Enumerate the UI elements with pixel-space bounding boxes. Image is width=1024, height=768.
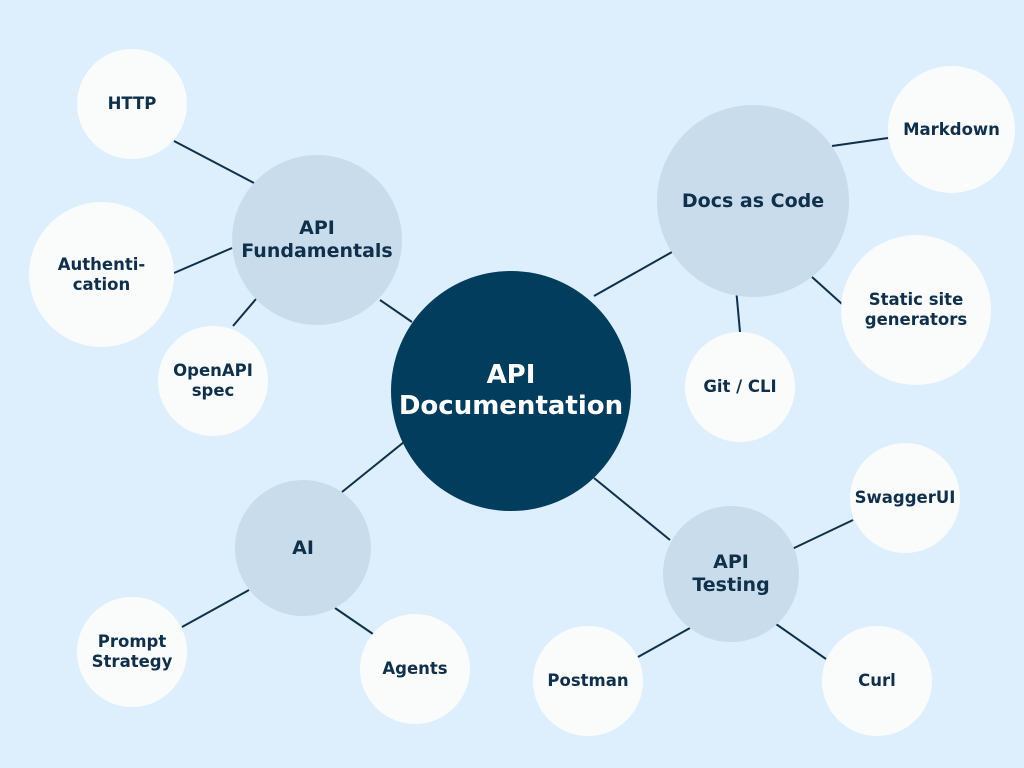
node-prompt-strategy: Prompt Strategy	[77, 597, 187, 707]
node-static-site-generators: Static site generators	[841, 235, 991, 385]
node-http: HTTP	[77, 49, 187, 159]
node-label: Docs as Code	[681, 189, 825, 212]
node-label: AI	[292, 536, 314, 559]
node-label: Agents	[382, 659, 448, 679]
edge-testing-swagger	[791, 519, 854, 550]
node-label: HTTP	[107, 94, 157, 114]
node-label: API Documentation	[398, 359, 624, 421]
edge-fundamentals-openapi	[232, 298, 257, 327]
node-label: SwaggerUI	[854, 488, 956, 508]
edge-ai-prompt	[181, 589, 250, 628]
node-label: Prompt Strategy	[91, 632, 173, 671]
edge-docs-static	[811, 276, 843, 305]
node-api-fundamentals: API Fundamentals	[232, 155, 402, 325]
edge-docs-markdown	[831, 137, 889, 147]
node-label: Git / CLI	[703, 377, 777, 397]
node-markdown: Markdown	[888, 66, 1015, 193]
node-git-cli: Git / CLI	[685, 332, 795, 442]
node-postman: Postman	[533, 626, 643, 736]
node-curl: Curl	[822, 626, 932, 736]
edge-fundamentals-auth	[173, 247, 233, 274]
node-api-testing: API Testing	[663, 506, 799, 642]
edge-root-testing	[593, 477, 671, 541]
node-label: Postman	[547, 671, 629, 691]
edge-root-ai	[341, 441, 405, 493]
node-ai: AI	[235, 480, 371, 616]
node-label: OpenAPI spec	[173, 361, 253, 400]
node-label: API Fundamentals	[241, 217, 393, 262]
edge-testing-curl	[775, 623, 827, 660]
node-api-documentation: API Documentation	[391, 271, 631, 511]
node-authentication: Authenti- cation	[29, 202, 174, 347]
node-label: Curl	[858, 671, 896, 691]
node-swaggerui: SwaggerUI	[850, 443, 960, 553]
node-agents: Agents	[360, 614, 470, 724]
node-label: Static site generators	[864, 290, 968, 329]
node-openapi-spec: OpenAPI spec	[158, 326, 268, 436]
edge-ai-agents	[334, 607, 374, 635]
node-docs-as-code: Docs as Code	[657, 105, 849, 297]
node-label: Markdown	[903, 119, 1000, 139]
edge-root-docs	[593, 251, 673, 297]
edge-testing-postman	[637, 627, 691, 658]
node-label: API Testing	[692, 551, 770, 596]
edge-root-fundamentals	[379, 299, 413, 323]
node-label: Authenti- cation	[57, 254, 146, 294]
edge-fundamentals-http	[173, 140, 255, 184]
